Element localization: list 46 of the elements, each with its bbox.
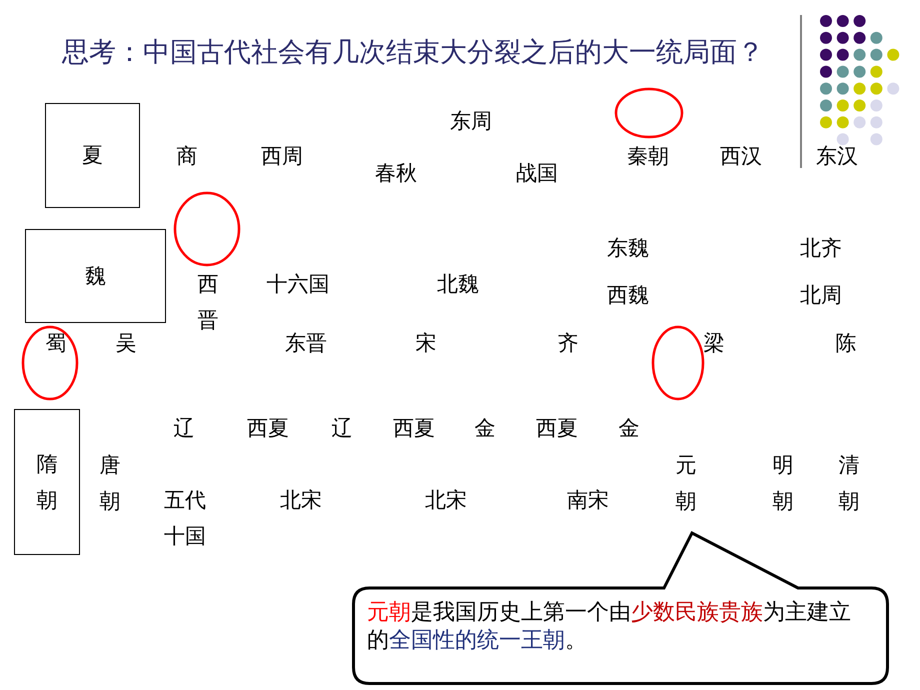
dynasty-name: 北宋 [425, 488, 467, 512]
dynasty-name: 北周 [800, 282, 842, 308]
dynasty-name: 东魏 [607, 236, 649, 260]
dynasty-box [14, 409, 80, 555]
dynasty-name: 金 [474, 416, 496, 440]
dynasty-name: 十六国 [266, 272, 330, 296]
dynasty-name: 蜀 [46, 330, 66, 356]
dynasty-name: 西夏 [393, 416, 435, 440]
dynasty-name: 陈 [836, 330, 856, 356]
dynasty-box [45, 103, 140, 208]
callout-text: 元朝是我国历史上第一个由少数民族贵族为主建立的全国性的统一王朝。 [367, 598, 852, 654]
dynasty-name: 梁 [704, 330, 724, 356]
dynasty-name: 吴 [116, 330, 136, 356]
dynasty-name: 西汉 [720, 144, 762, 168]
dynasty-name: 西晋 [196, 271, 220, 334]
dynasty-name: 西魏 [607, 282, 649, 308]
dynasty-name: 魏 [85, 264, 106, 288]
dynasty-name: 南宋 [567, 488, 609, 512]
slide-title: 思考：中国古代社会有几次结束大分裂之后的大一统局面？ [62, 36, 764, 69]
dynasty-name: 北宋 [280, 488, 322, 512]
speech-bubble [352, 530, 889, 685]
dynasty-name: 春秋 [375, 160, 417, 186]
dynasty-name: 商 [176, 144, 198, 168]
dynasty-name: 五代十国 [163, 487, 207, 550]
dynasty-name: 齐 [558, 330, 578, 356]
dynasty-name: 清朝 [838, 452, 860, 515]
dynasty-name: 辽 [332, 416, 352, 440]
dynasty-name: 东晋 [285, 330, 327, 356]
dynasty-name: 西夏 [536, 416, 578, 440]
dynasty-name: 西周 [261, 144, 303, 168]
dynasty-name: 战国 [516, 160, 558, 186]
dynasty-name: 北魏 [437, 272, 479, 296]
dynasty-name: 秦朝 [627, 144, 669, 168]
dynasty-name: 唐朝 [98, 452, 122, 515]
dynasty-name: 东汉 [816, 144, 858, 168]
dynasty-name: 西夏 [247, 416, 289, 440]
dynasty-name: 东周 [450, 108, 492, 134]
dynasty-name: 夏 [82, 143, 103, 168]
dynasty-name: 隋朝 [36, 451, 58, 514]
dynasty-name: 金 [618, 416, 640, 440]
dynasty-name: 元朝 [674, 452, 698, 515]
dynasty-name: 明朝 [772, 452, 794, 515]
dynasty-name: 辽 [174, 416, 194, 440]
dynasty-name: 北齐 [800, 236, 842, 260]
dynasty-name: 宋 [416, 330, 436, 356]
dynasty-box [25, 229, 166, 323]
